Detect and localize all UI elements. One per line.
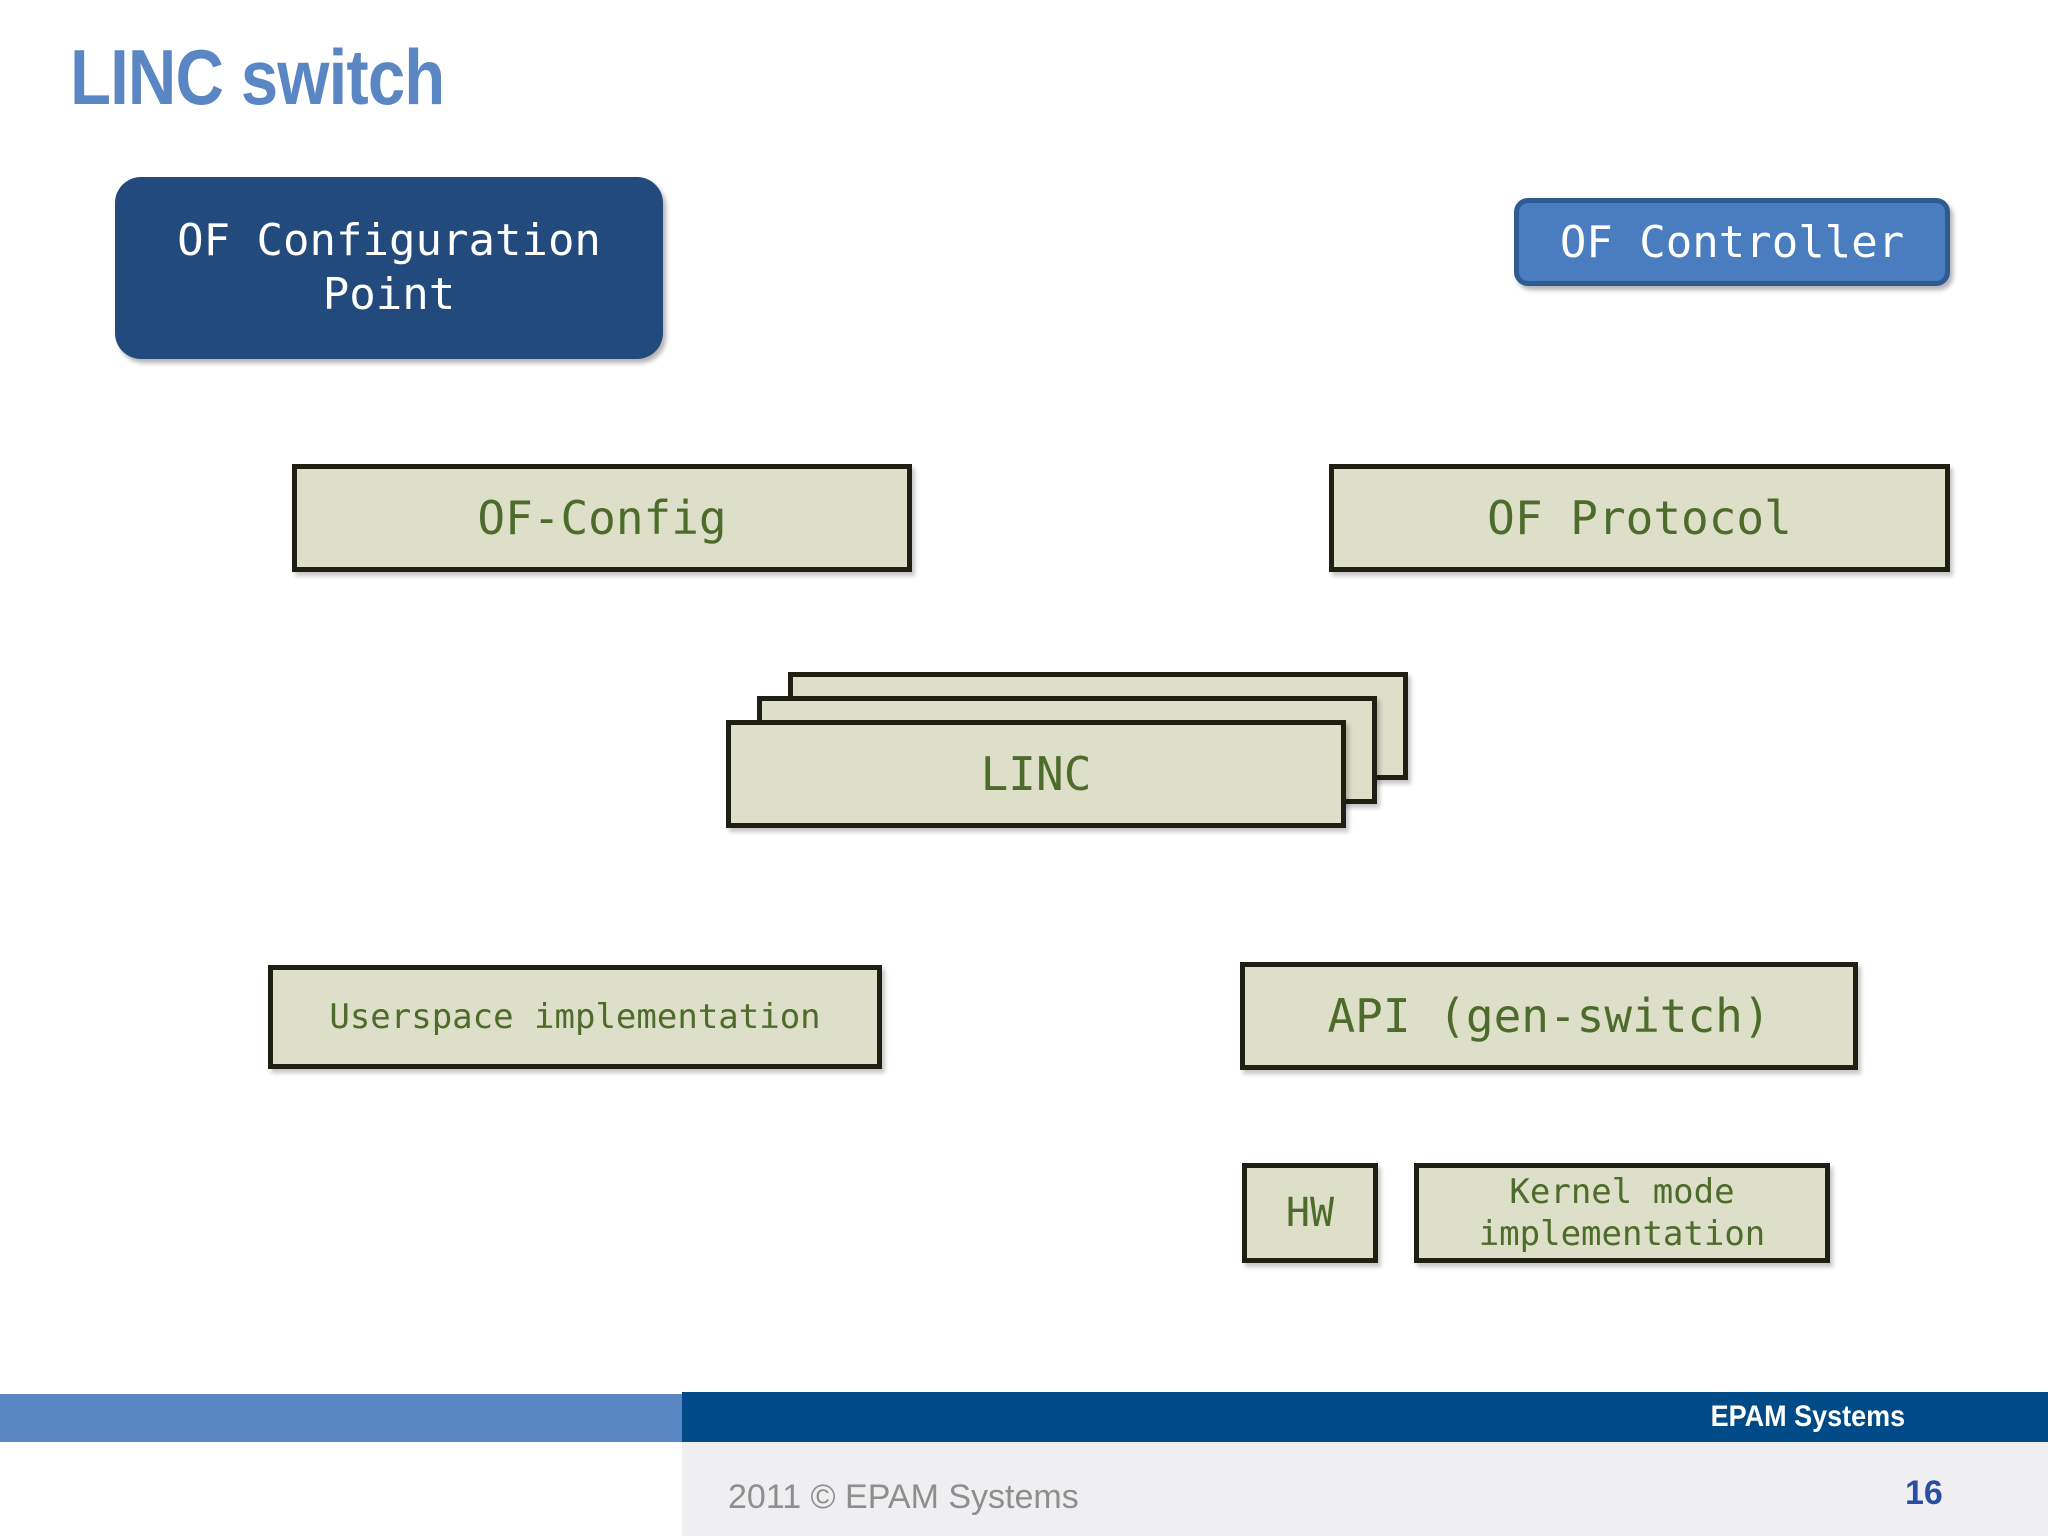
of-configuration-point-box: OF Configuration Point <box>115 177 663 359</box>
footer-copyright-text: 2011 © EPAM Systems <box>728 1478 1079 1516</box>
page-number: 16 <box>1905 1474 1943 1512</box>
userspace-implementation-box: Userspace implementation <box>268 965 882 1069</box>
linc-stack: LINC <box>726 672 1408 832</box>
kernel-mode-implementation-box: Kernel mode implementation <box>1414 1163 1830 1263</box>
footer-accent-bar-left <box>0 1394 682 1442</box>
footer-brand-bar <box>682 1392 2048 1442</box>
footer-brand-label: EPAM Systems <box>1710 1400 1905 1433</box>
page-title: LINC switch <box>70 33 445 121</box>
of-protocol-box: OF Protocol <box>1329 464 1950 572</box>
footer-lower-band <box>682 1442 2048 1536</box>
api-gen-switch-box: API (gen-switch) <box>1240 962 1858 1070</box>
linc-box: LINC <box>726 720 1346 828</box>
of-config-box: OF-Config <box>292 464 912 572</box>
of-controller-box: OF Controller <box>1514 198 1950 286</box>
hw-box: HW <box>1242 1163 1378 1263</box>
